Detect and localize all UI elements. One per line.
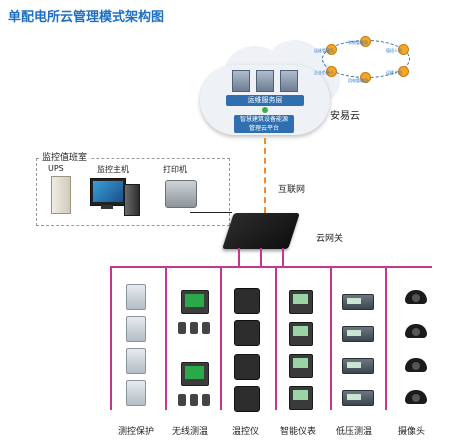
server-icon [256,70,274,92]
user-icon [360,72,371,83]
monitor-stand [101,205,113,209]
camera-icon [405,358,427,372]
internet-connection [264,138,266,213]
cloud-gateway-icon [222,213,300,249]
relay-protection-icon [126,316,146,342]
low-voltage-temperature-icon [342,390,374,406]
control-room-link [190,212,232,213]
control-room-title: 监控值班室 [40,150,90,163]
printer-label: 打印机 [163,165,187,174]
relay-protection-icon [126,348,146,374]
smart-meter-icon [289,290,313,314]
relay-protection-icon [126,380,146,406]
bus-drop [260,248,262,268]
pc-tower-icon [124,184,140,216]
monitor-icon [90,178,126,206]
temperature-controller-icon [234,288,260,314]
user-label: 值班人员 [386,48,402,53]
wifi-icon [262,107,268,113]
gateway-label: 云网关 [316,234,344,244]
bus-drop [238,248,240,268]
temperature-controller-icon [234,386,260,412]
host-label: 监控主机 [97,165,129,174]
bus-drop [282,248,284,268]
bus-branch [385,266,387,410]
user-label: 系统管理员 [348,40,368,45]
user-icon [398,44,409,55]
bus-branch [220,266,222,410]
user-label: 运维人员 [386,70,402,75]
server-icon [280,70,298,92]
group-label: 摄像头 [398,427,426,437]
internet-label: 互联网 [278,185,306,195]
user-icon [398,66,409,77]
smart-meter-icon [289,386,313,410]
sensor-icon [202,394,210,406]
low-voltage-temperature-icon [342,294,374,310]
cloud-name: 安易云 [330,111,360,122]
ups-label: UPS [48,164,64,173]
page-title: 单配电所云管理模式架构图 [8,10,165,25]
user-icon [360,36,371,47]
low-voltage-temperature-icon [342,326,374,342]
user-label: 企业负责人 [314,70,334,75]
sensor-icon [190,394,198,406]
ops-layer-label: 运维服务层 [226,95,304,106]
user-icon [326,66,337,77]
temperature-controller-icon [234,354,260,380]
bus-branch [110,266,112,410]
ups-icon [51,176,71,214]
bus-branch [330,266,332,410]
temperature-controller-icon [234,320,260,346]
camera-icon [405,290,427,304]
low-voltage-temperature-icon [342,358,374,374]
sensor-icon [202,322,210,334]
sensor-icon [178,322,186,334]
relay-protection-icon [126,284,146,310]
printer-icon [165,180,197,208]
sensor-icon [178,394,186,406]
camera-icon [405,390,427,404]
group-label: 智能仪表 [280,427,317,437]
user-icon [326,44,337,55]
control-room-box [36,158,230,226]
smart-meter-icon [289,354,313,378]
group-label: 无线测温 [172,427,209,437]
bus-branch [275,266,277,410]
bus-branch [165,266,167,410]
group-label: 温控仪 [232,427,260,437]
sensor-icon [190,322,198,334]
server-icon [232,70,250,92]
group-label: 低压测温 [336,427,373,437]
user-label: 运维管理员 [314,48,334,53]
bus-main [110,266,432,268]
user-label: 用电管理员 [348,78,368,83]
smart-meter-icon [289,322,313,346]
camera-icon [405,324,427,338]
group-label: 测控保护 [118,427,155,437]
platform-label: 智慧建筑设备能源 管理云平台 [234,115,294,133]
wireless-temperature-icon [181,362,209,386]
wireless-temperature-icon [181,290,209,314]
